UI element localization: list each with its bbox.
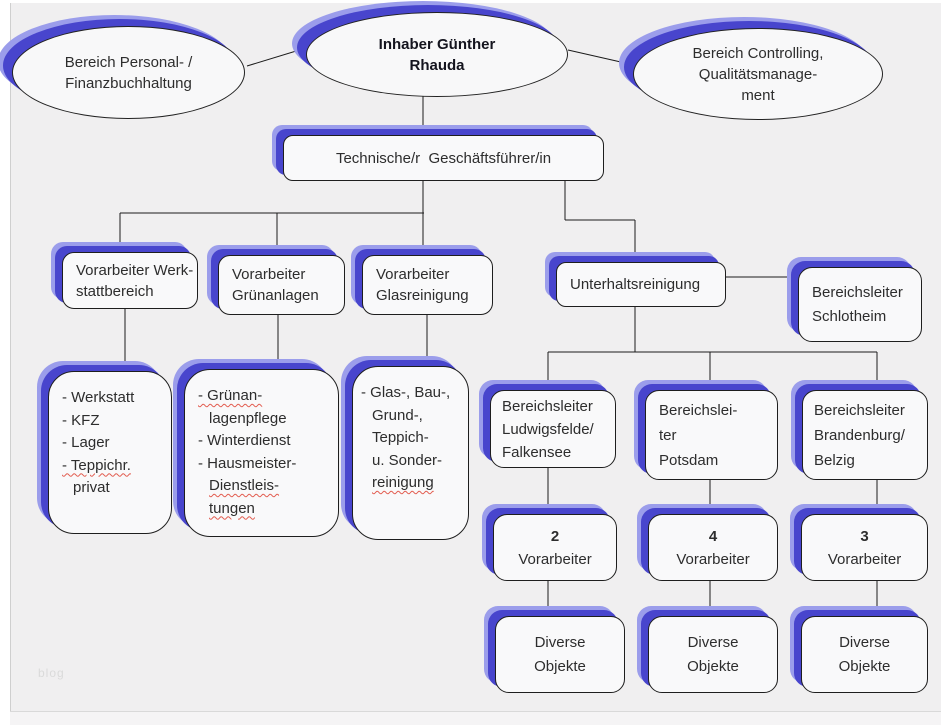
box-maintenance-cleaning: Unterhaltsreinigung	[556, 262, 726, 307]
box-foreman-workshop: Vorarbeiter Werk-stattbereich	[62, 252, 198, 309]
list-workshop-tasks: - Werkstatt- KFZ- Lager- Teppichr.privat	[48, 371, 172, 534]
list-glass-cleaning-tasks: - Glas-, Bau-,Grund-,Teppich-u. Sonder-r…	[352, 366, 469, 540]
watermark: blog	[38, 666, 65, 680]
ellipse-personal-finance: Bereich Personal- /Finanzbuchhaltung	[12, 26, 245, 119]
bottom-edge-strip	[10, 711, 941, 725]
list-green-area-tasks: - Grünan-lagenpflege- Winterdienst- Haus…	[184, 369, 339, 537]
box-technical-director: Technische/r Geschäftsführer/in	[283, 135, 604, 181]
diagram-background	[10, 3, 941, 711]
ellipse-controlling-quality: Bereich Controlling,Qualitätsmanage-ment	[633, 28, 883, 120]
